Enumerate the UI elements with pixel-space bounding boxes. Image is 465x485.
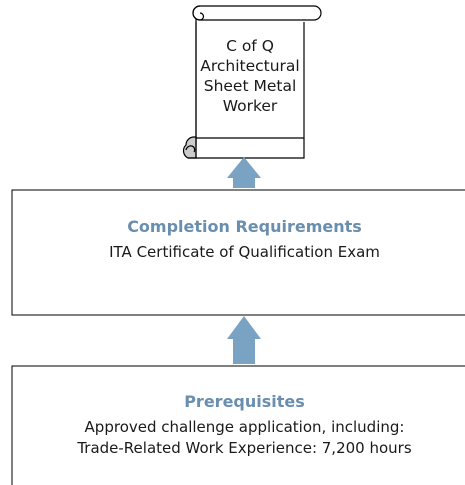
completion-box: [11, 189, 465, 316]
arrow-up-icon: [227, 316, 261, 364]
certificate-title: C of Q Architectural Sheet Metal Worker: [186, 36, 314, 116]
certificate-line: C of Q: [226, 37, 274, 55]
certificate-scroll: [182, 5, 322, 159]
arrow-up-icon: [227, 157, 261, 188]
certificate-line: Worker: [222, 97, 278, 115]
prerequisites-line: Trade-Related Work Experience: 7,200 hou…: [77, 439, 412, 457]
prerequisites-line: Approved challenge application, includin…: [84, 418, 405, 436]
completion-line: ITA Certificate of Qualification Exam: [109, 243, 380, 261]
prerequisites-box: [11, 365, 465, 485]
certificate-line: Architectural: [200, 57, 300, 75]
completion-text: ITA Certificate of Qualification Exam: [12, 242, 465, 263]
completion-title: Completion Requirements: [127, 217, 362, 236]
prerequisites-text: Approved challenge application, includin…: [12, 417, 465, 459]
certificate-line: Sheet Metal: [203, 77, 297, 95]
prerequisites-title: Prerequisites: [184, 392, 305, 411]
